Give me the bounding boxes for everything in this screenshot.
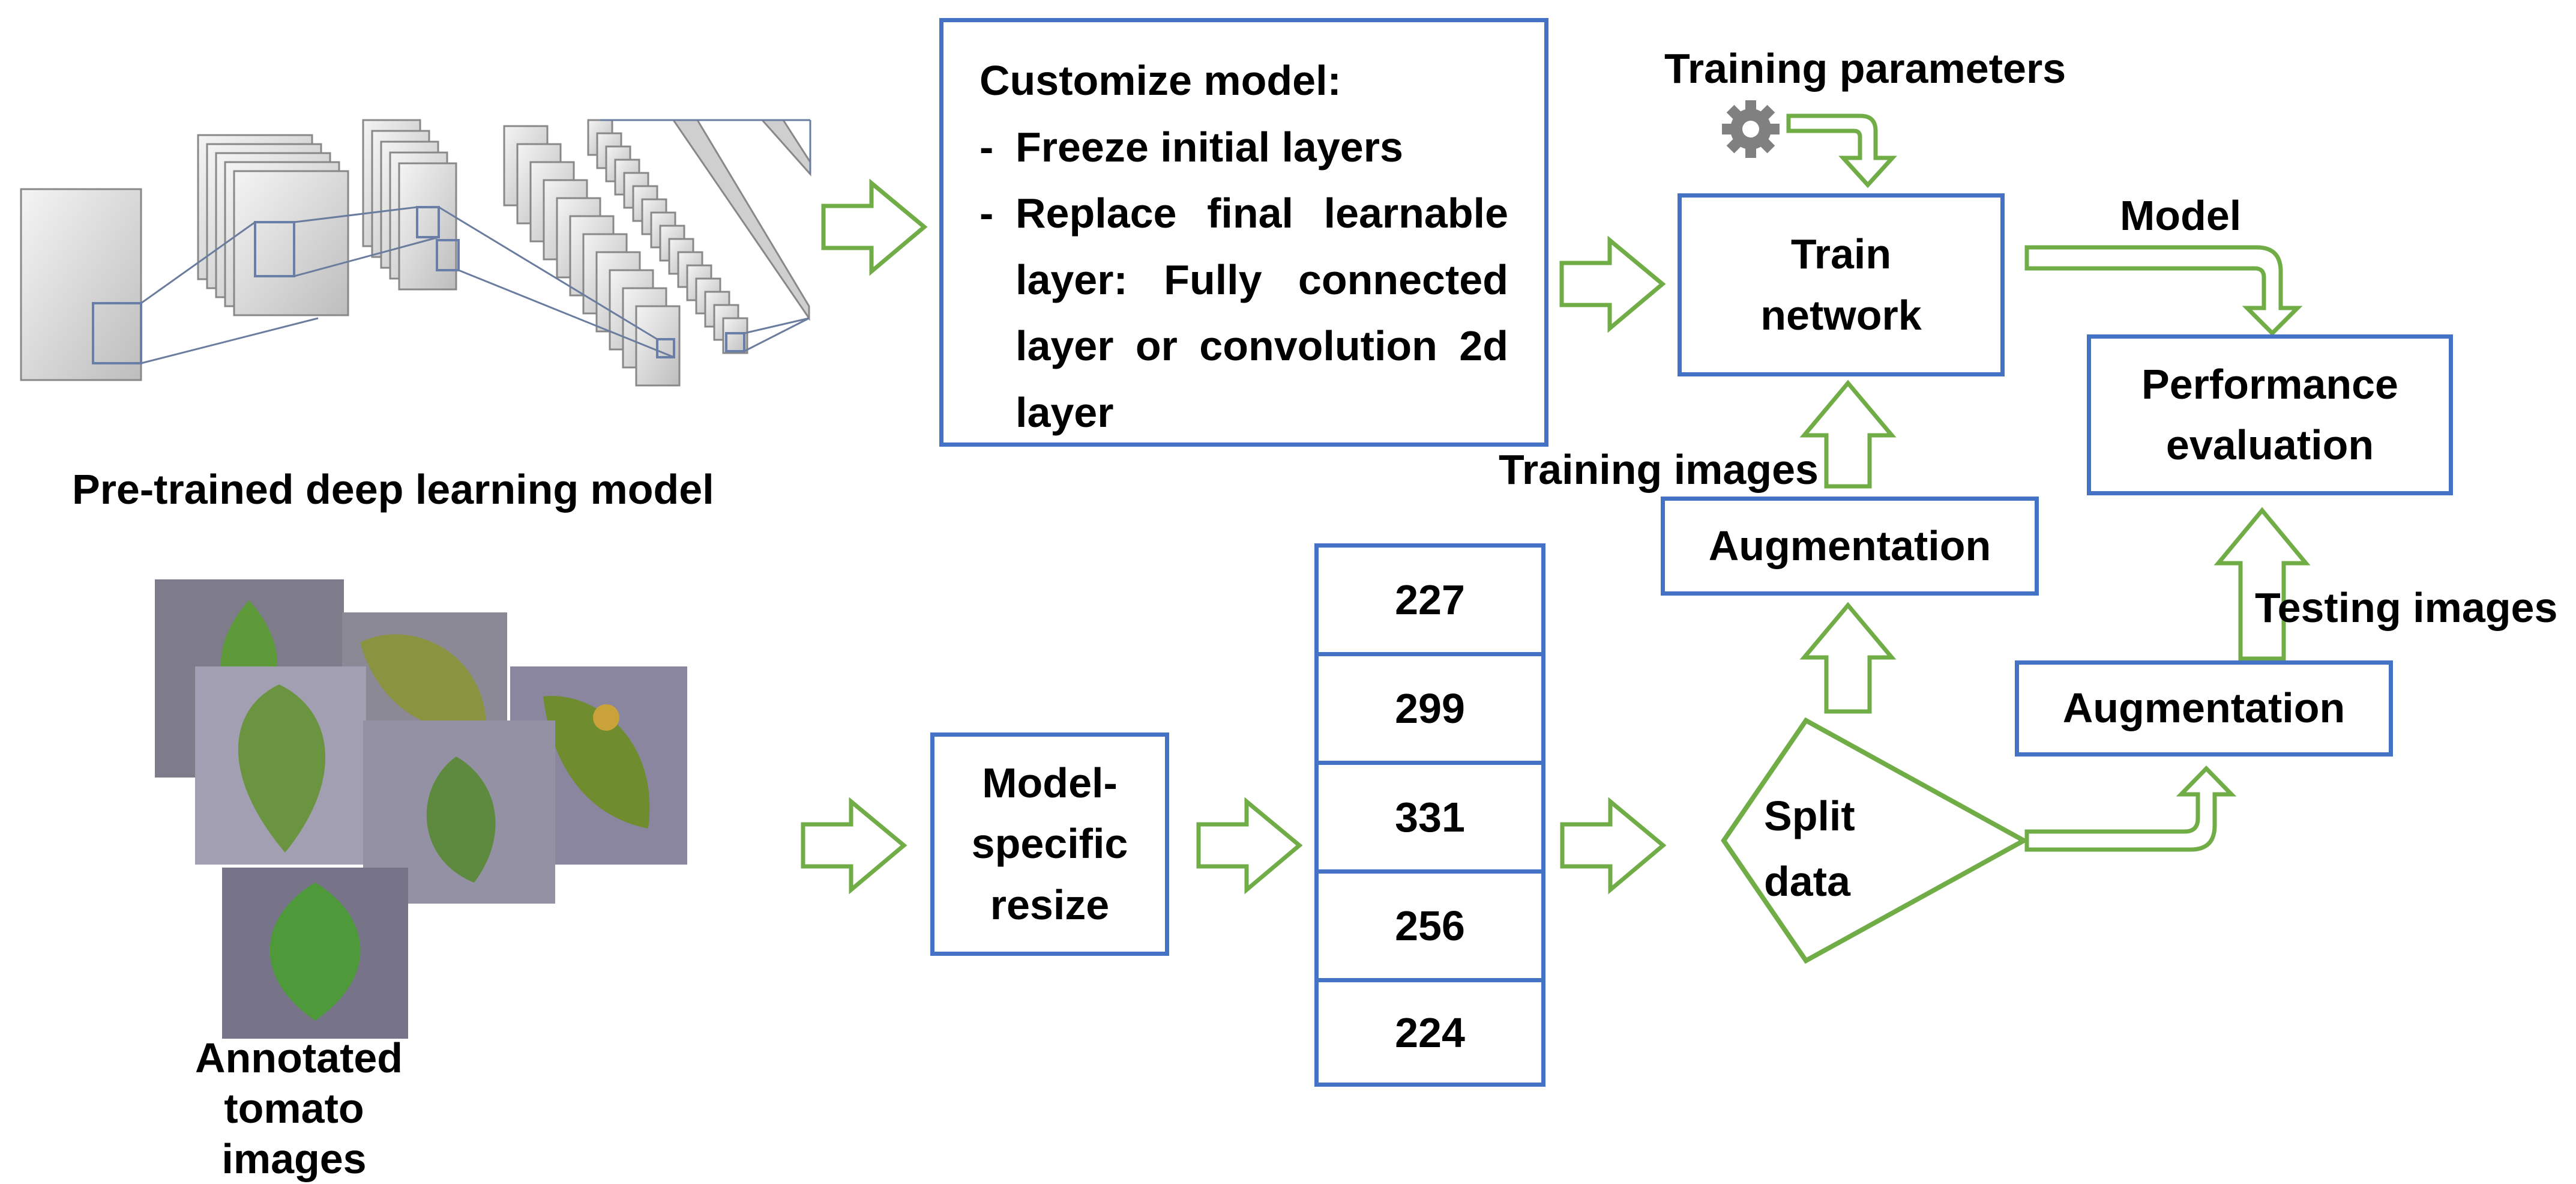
size-cell: 299 — [1314, 652, 1545, 765]
pretrained-model-label: Pre-trained deep learning model — [72, 466, 714, 513]
arrow-resize-to-sizes — [1196, 797, 1303, 895]
size-cell: 227 — [1314, 543, 1545, 656]
input-size-list: 227 299 331 256 224 — [1314, 543, 1545, 1087]
arrow-aug-to-performance — [2213, 507, 2311, 661]
customize-model-box: Customize model: Freeze initial layers R… — [939, 18, 1548, 447]
cnn-architecture-illustration — [20, 119, 811, 387]
arrow-model-to-performance — [2024, 245, 2303, 336]
training-images-label: Training images — [1499, 446, 1819, 493]
split-data-label: Split data — [1764, 793, 1855, 905]
size-cell: 331 — [1314, 761, 1545, 874]
augmentation-train-label: Augmentation — [1708, 522, 1991, 569]
arrow-cnn-to-customize — [821, 178, 928, 276]
train-network-box: Train network — [1678, 193, 2005, 376]
augmentation-test-label: Augmentation — [2062, 684, 2346, 732]
arrow-aug-to-train — [1799, 379, 1897, 489]
performance-evaluation-label: Performance evaluation — [2141, 360, 2398, 469]
augmentation-test-box: Augmentation — [2015, 660, 2393, 757]
customize-step: Replace final learnable layer: Fully con… — [980, 180, 1508, 446]
annotated-images-label: Annotated tomato images — [195, 1034, 403, 1182]
split-data-diamond — [1721, 717, 2029, 964]
gear-icon — [1722, 100, 1780, 158]
arrow-sizes-to-split — [1560, 797, 1667, 895]
testing-images-label: Testing images — [2255, 584, 2558, 631]
customize-title: Customize model: — [980, 57, 1341, 104]
tomato-leaf-images — [155, 579, 687, 1039]
arrow-split-to-augmentation — [2024, 765, 2237, 852]
customize-steps: Freeze initial layers Replace final lear… — [980, 114, 1508, 446]
training-parameters-label: Training parameters — [1664, 45, 2066, 92]
arrow-customize-to-train — [1559, 235, 1666, 333]
arrow-images-to-resize — [801, 797, 907, 895]
arrow-params-to-train — [1786, 113, 1897, 189]
size-cell: 256 — [1314, 869, 1545, 982]
augmentation-train-box: Augmentation — [1661, 497, 2039, 596]
customize-step: Freeze initial layers — [980, 114, 1508, 181]
model-label: Model — [2120, 192, 2242, 239]
train-network-label: Train network — [1760, 231, 1922, 339]
performance-evaluation-box: Performance evaluation — [2087, 334, 2453, 495]
size-cell: 224 — [1314, 978, 1545, 1087]
model-specific-resize-box: Model-specific resize — [930, 732, 1169, 956]
arrow-split-to-aug — [1799, 602, 1897, 714]
model-specific-resize-label: Model-specific resize — [971, 759, 1128, 928]
